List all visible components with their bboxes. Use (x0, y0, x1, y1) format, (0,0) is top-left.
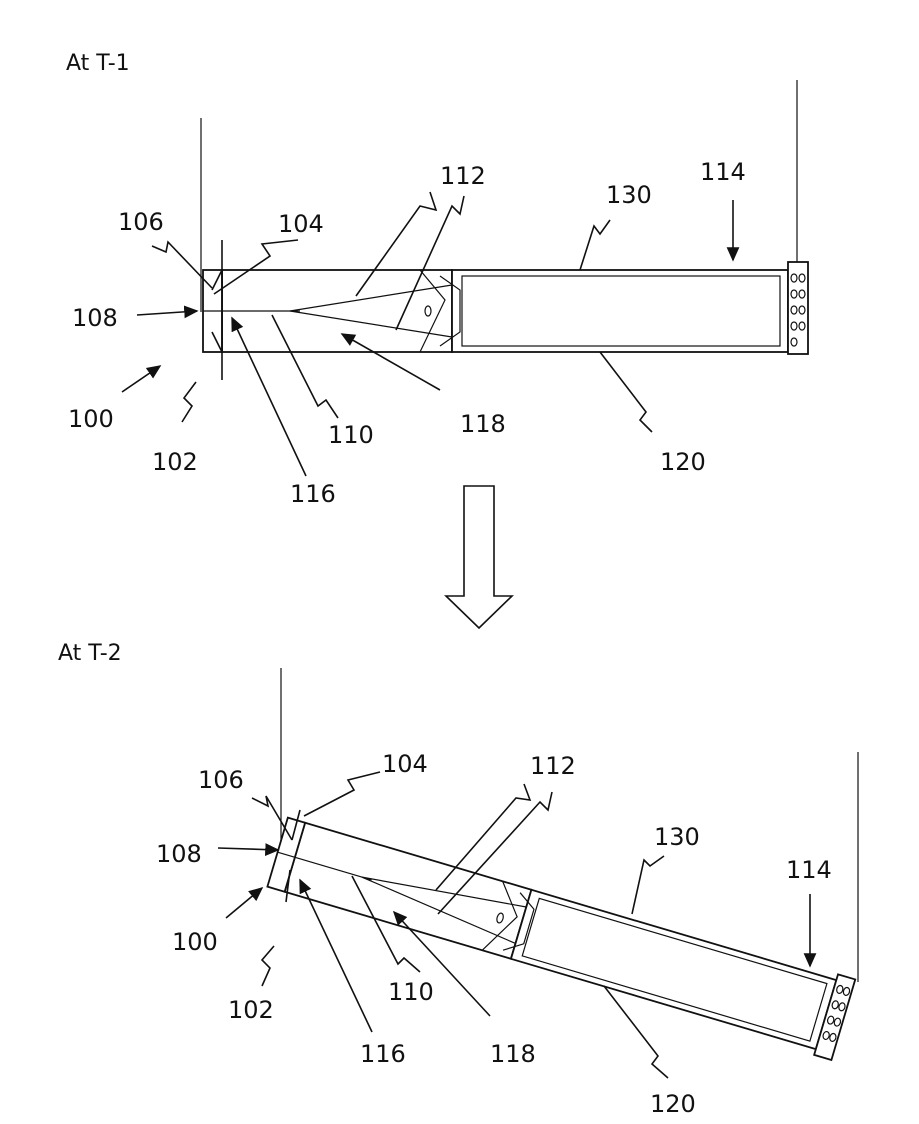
arrow-100-t1 (122, 366, 160, 392)
label-110-t1: 110 (328, 421, 374, 449)
label-114-t1: 114 (700, 158, 746, 186)
label-118-t2: 118 (490, 1040, 536, 1068)
zig-104-t2 (304, 772, 380, 816)
label-114-t2: 114 (786, 856, 832, 884)
label-112-t1: 112 (440, 162, 486, 190)
zig-130-t1 (580, 220, 610, 270)
arrow-108-t1 (137, 311, 197, 315)
zig-102-t1 (182, 382, 196, 422)
label-104-t2: 104 (382, 750, 428, 778)
label-104-t1: 104 (278, 210, 324, 238)
label-130-t1: 130 (606, 181, 652, 209)
zig-130-t2 (632, 856, 664, 914)
label-120-t2: 120 (650, 1090, 696, 1118)
label-108-t1: 108 (72, 304, 118, 332)
title-t2: At T-2 (58, 641, 122, 666)
zig-102-t2 (262, 946, 274, 986)
label-102-t2: 102 (228, 996, 274, 1024)
label-100-t1: 100 (68, 405, 114, 433)
arrow-108-t2 (218, 848, 278, 850)
label-130-t2: 130 (654, 823, 700, 851)
title-t1: At T-1 (66, 51, 130, 76)
zig-112a-t2 (436, 784, 530, 890)
label-120-t1: 120 (660, 448, 706, 476)
device-t2 (266, 668, 858, 1060)
tube-t2 (511, 890, 836, 1049)
label-118-t1: 118 (460, 410, 506, 438)
label-108-t2: 108 (156, 840, 202, 868)
tube-t1 (452, 270, 788, 352)
arrow-100-t2 (226, 888, 262, 918)
transition-arrow (446, 486, 512, 628)
label-106-t2: 106 (198, 766, 244, 794)
label-116-t2: 116 (360, 1040, 406, 1068)
label-116-t1: 116 (290, 480, 336, 508)
label-112-t2: 112 (530, 752, 576, 780)
zig-120-t1 (600, 352, 652, 432)
label-106-t1: 106 (118, 208, 164, 236)
device-t2-rotated (266, 812, 856, 1060)
label-110-t2: 110 (388, 978, 434, 1006)
label-100-t2: 100 (172, 928, 218, 956)
label-102-t1: 102 (152, 448, 198, 476)
